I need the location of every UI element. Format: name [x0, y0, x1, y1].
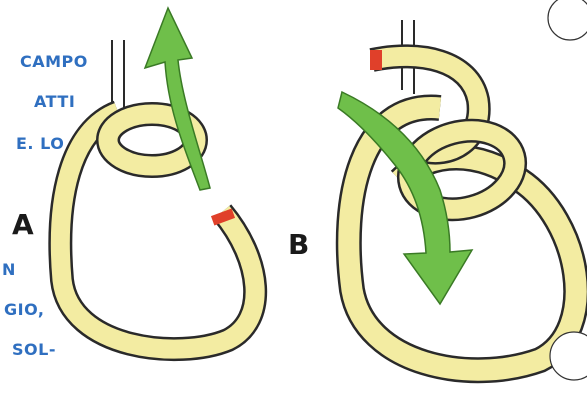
- rope-b-end-mark: [370, 50, 382, 70]
- caption-line-6: SOL-: [12, 340, 56, 359]
- caption-line-4: N: [2, 260, 16, 279]
- caption-line-1: CAMPO: [20, 52, 88, 71]
- caption-line-3: E. LO: [16, 134, 64, 153]
- step-label-b: B: [288, 228, 309, 261]
- caption-line-5: GIO,: [4, 300, 44, 319]
- caption-line-2: ATTI: [34, 92, 75, 111]
- corner-circle-top: [548, 0, 587, 40]
- rope-a-loop: [60, 112, 255, 349]
- step-label-a: A: [12, 208, 34, 241]
